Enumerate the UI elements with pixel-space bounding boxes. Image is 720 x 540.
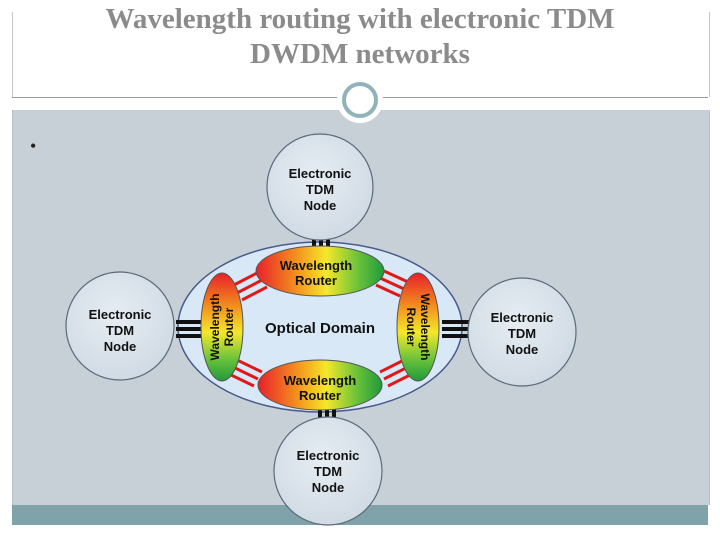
- node-bottom-line-1: Electronic: [297, 448, 360, 463]
- node-left-line-2: TDM: [106, 323, 134, 338]
- router-right-line-1: Wavelength: [418, 294, 432, 361]
- slide-title: Wavelength routing with electronic TDM D…: [0, 2, 720, 72]
- fiber-links: [228, 269, 413, 388]
- router-left: Wavelength Router: [200, 272, 244, 382]
- router-bottom: Wavelength Router: [257, 359, 383, 411]
- fiber-link-bottom-right: [379, 358, 413, 388]
- node-bottom-line-2: TDM: [314, 464, 342, 479]
- node-top-line-2: TDM: [306, 182, 334, 197]
- router-right-line-2: Router: [404, 308, 418, 347]
- fiber-link-bottom-left: [228, 358, 263, 388]
- router-bottom-line-2: Router: [299, 388, 341, 403]
- node-left-line-1: Electronic: [89, 307, 152, 322]
- connector-right: [442, 320, 472, 338]
- node-top-line-3: Node: [304, 198, 337, 213]
- router-top: Wavelength Router: [255, 245, 385, 297]
- node-bottom-line-3: Node: [312, 480, 345, 495]
- node-right: Electronic TDM Node: [467, 277, 577, 387]
- router-right: Wavelength Router: [396, 272, 440, 382]
- title-frame: [12, 12, 710, 97]
- node-left: Electronic TDM Node: [65, 271, 175, 381]
- node-bottom: Electronic TDM Node: [273, 416, 383, 526]
- node-top: Electronic TDM Node: [266, 133, 374, 241]
- node-right-line-3: Node: [506, 342, 539, 357]
- router-top-line-2: Router: [295, 273, 337, 288]
- node-right-line-1: Electronic: [491, 310, 554, 325]
- optical-domain-label: Optical Domain: [265, 320, 375, 337]
- slide-title-line-1: Wavelength routing with electronic TDM: [105, 3, 615, 35]
- node-right-line-2: TDM: [508, 326, 536, 341]
- router-top-line-1: Wavelength: [280, 258, 353, 273]
- router-left-line-1: Wavelength: [208, 294, 222, 361]
- bullet-marker: •: [30, 136, 37, 156]
- fiber-link-top-left: [231, 271, 268, 302]
- connector-left: [176, 320, 202, 338]
- router-left-line-2: Router: [222, 307, 236, 346]
- node-top-line-1: Electronic: [289, 166, 352, 181]
- node-left-line-3: Node: [104, 339, 137, 354]
- fiber-link-top-right: [375, 269, 409, 298]
- title-ring-decoration: [337, 77, 383, 123]
- router-bottom-line-1: Wavelength: [284, 373, 357, 388]
- slide-title-line-2: DWDM networks: [250, 38, 470, 70]
